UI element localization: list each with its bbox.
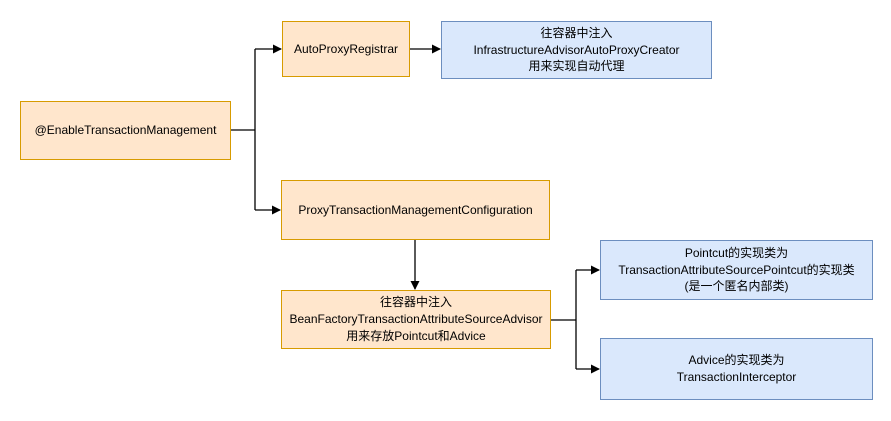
node-infrastructure-advisor-auto-proxy-creator: 往容器中注入 InfrastructureAdvisorAutoProxyCre… bbox=[441, 21, 712, 79]
node-line: TransactionInterceptor bbox=[676, 370, 797, 384]
node-label: @EnableTransactionManagement bbox=[34, 123, 217, 138]
node-line: (是一个匿名内部类) bbox=[684, 279, 789, 294]
node-line: Pointcut的实现类为 bbox=[684, 245, 789, 260]
node-line: 用来存放Pointcut和Advice bbox=[346, 328, 486, 343]
node-pointcut-implementation: Pointcut的实现类为 TransactionAttributeSource… bbox=[600, 240, 873, 300]
node-proxy-transaction-management-configuration: ProxyTransactionManagementConfiguration bbox=[281, 180, 550, 240]
node-label: ProxyTransactionManagementConfiguration bbox=[298, 202, 533, 217]
node-advice-implementation: Advice的实现类为 TransactionInterceptor bbox=[600, 338, 873, 400]
node-line: 往容器中注入 bbox=[540, 25, 613, 40]
node-line: 往容器中注入 bbox=[379, 295, 452, 310]
node-bean-factory-transaction-attribute-source-advisor: 往容器中注入 BeanFactoryTransactionAttributeSo… bbox=[281, 290, 551, 349]
node-line: Advice的实现类为 bbox=[688, 353, 785, 368]
node-auto-proxy-registrar: AutoProxyRegistrar bbox=[282, 21, 410, 77]
node-line: InfrastructureAdvisorAutoProxyCreator bbox=[473, 42, 680, 57]
node-label: AutoProxyRegistrar bbox=[293, 41, 399, 56]
node-line: 用来实现自动代理 bbox=[528, 59, 625, 74]
node-enable-transaction-management: @EnableTransactionManagement bbox=[20, 101, 231, 160]
node-line: BeanFactoryTransactionAttributeSourceAdv… bbox=[289, 312, 543, 327]
node-line: TransactionAttributeSourcePointcut的实现类 bbox=[618, 262, 855, 277]
